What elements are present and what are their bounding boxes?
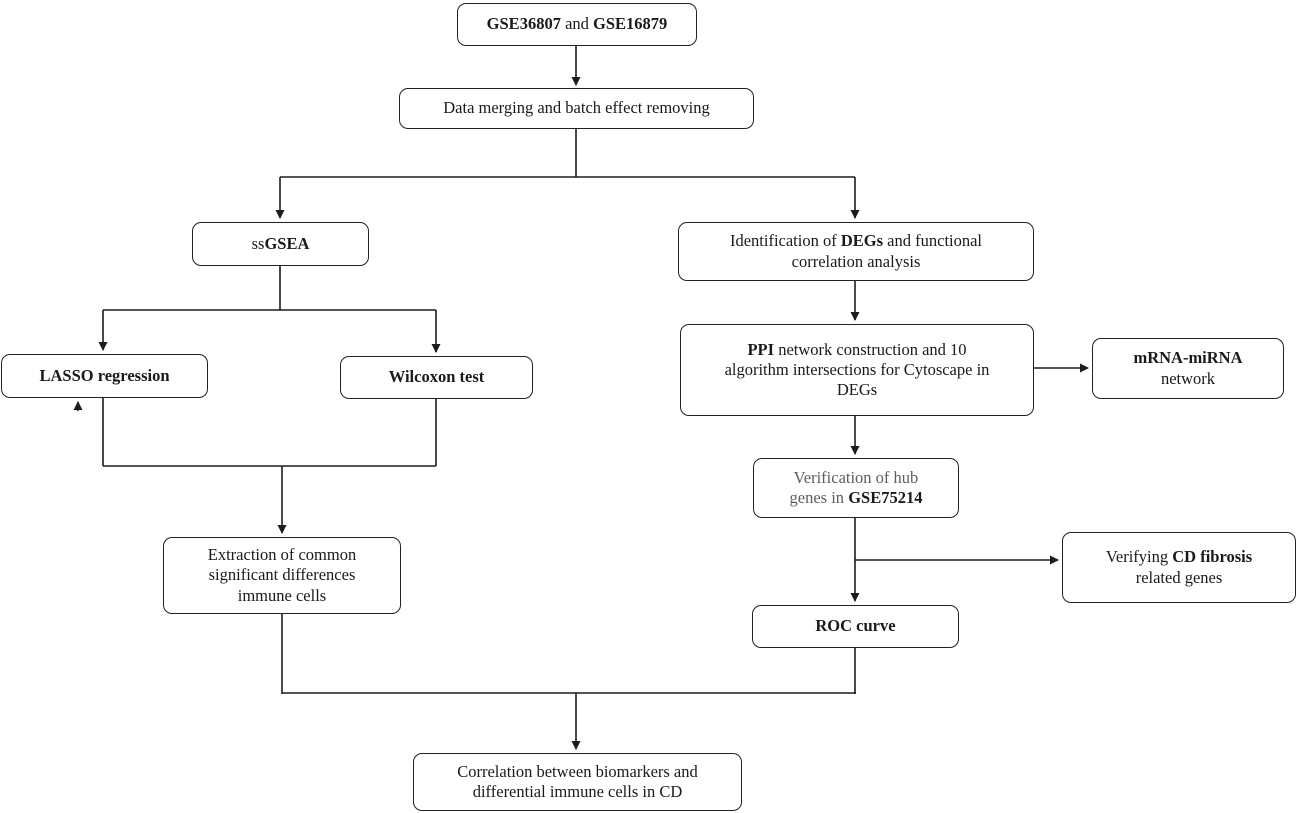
label-segment: LASSO regression: [39, 365, 170, 385]
node-roc-curve: ROC curve: [752, 605, 959, 648]
node-data-merging: Data merging and batch effect removing: [399, 88, 754, 129]
node-label: Verification of hub: [794, 468, 919, 488]
node-label: Correlation between biomarkers and: [457, 762, 698, 782]
node-mrna-mirna-network: mRNA-miRNA network: [1092, 338, 1284, 399]
label-segment: Verifying: [1105, 547, 1173, 567]
label-segment: Verification of hub: [793, 467, 919, 487]
label-segment: mRNA-miRNA: [1133, 348, 1243, 368]
label-segment: differential immune cells in CD: [472, 782, 683, 801]
node-label: LASSO regression: [39, 366, 169, 386]
label-segment: significant differences: [208, 565, 356, 585]
label-segment: network construction and 10: [774, 339, 967, 359]
label-segment: GSEA: [264, 233, 310, 253]
node-label: algorithm intersections for Cytoscape in: [725, 360, 990, 380]
node-label: Identification of DEGs and functional: [730, 231, 982, 251]
node-label: DEGs: [837, 380, 877, 400]
label-segment: Wilcoxon test: [388, 367, 485, 387]
node-label: mRNA-miRNA: [1133, 348, 1242, 368]
node-label: correlation analysis: [792, 252, 921, 272]
node-label: differential immune cells in CD: [473, 782, 683, 802]
node-label: genes in GSE75214: [790, 488, 923, 508]
node-lasso-regression: LASSO regression: [1, 354, 208, 398]
node-label: ssGSEA: [252, 234, 310, 254]
node-ssgsea: ssGSEA: [192, 222, 369, 266]
node-label: significant differences: [209, 565, 356, 585]
label-segment: correlation analysis: [791, 251, 921, 271]
node-label: immune cells: [238, 586, 326, 606]
node-label: Wilcoxon test: [389, 367, 484, 387]
node-label: network: [1161, 369, 1215, 389]
label-segment: related genes: [1135, 567, 1223, 587]
label-segment: network: [1160, 368, 1216, 388]
label-segment: Correlation between biomarkers and: [457, 761, 698, 781]
label-segment: and functional: [883, 231, 983, 251]
node-verification-hub-genes: Verification of hub genes in GSE75214: [753, 458, 959, 518]
node-label: Data merging and batch effect removing: [443, 98, 710, 118]
label-segment: GSE16879: [593, 14, 668, 34]
label-segment: immune cells: [237, 585, 327, 605]
node-wilcoxon-test: Wilcoxon test: [340, 356, 533, 399]
label-segment: Identification of: [729, 231, 841, 251]
node-label: Verifying CD fibrosis: [1106, 547, 1252, 567]
label-segment: DEGs: [840, 231, 884, 251]
label-segment: ss: [251, 233, 265, 253]
node-label: GSE36807 and GSE16879: [487, 14, 668, 34]
label-segment: ROC curve: [815, 616, 896, 636]
label-segment: algorithm intersections for Cytoscape in: [724, 359, 990, 379]
node-label: ROC curve: [815, 616, 895, 636]
node-ppi-network: PPI network construction and 10 algorith…: [680, 324, 1034, 416]
node-label: related genes: [1136, 568, 1223, 588]
label-segment: Data merging and batch effect removing: [443, 98, 710, 118]
node-verifying-cd-fibrosis: Verifying CD fibrosis related genes: [1062, 532, 1296, 603]
label-segment: and: [560, 14, 594, 34]
label-segment: DEGs: [836, 380, 878, 400]
node-label: PPI network construction and 10: [747, 340, 966, 360]
label-segment: GSE75214: [848, 488, 923, 507]
label-segment: CD fibrosis: [1172, 547, 1253, 567]
label-segment: Extraction of common: [207, 545, 357, 565]
label-segment: PPI: [747, 339, 775, 359]
label-segment: GSE36807: [486, 14, 561, 34]
node-gse-datasets: GSE36807 and GSE16879: [457, 3, 697, 46]
node-identification-degs: Identification of DEGs and functional co…: [678, 222, 1034, 281]
node-extraction-immune-cells: Extraction of common significant differe…: [163, 537, 401, 614]
label-segment: genes in: [789, 488, 849, 507]
node-label: Extraction of common: [208, 545, 356, 565]
node-correlation-biomarkers: Correlation between biomarkers and diffe…: [413, 753, 742, 811]
